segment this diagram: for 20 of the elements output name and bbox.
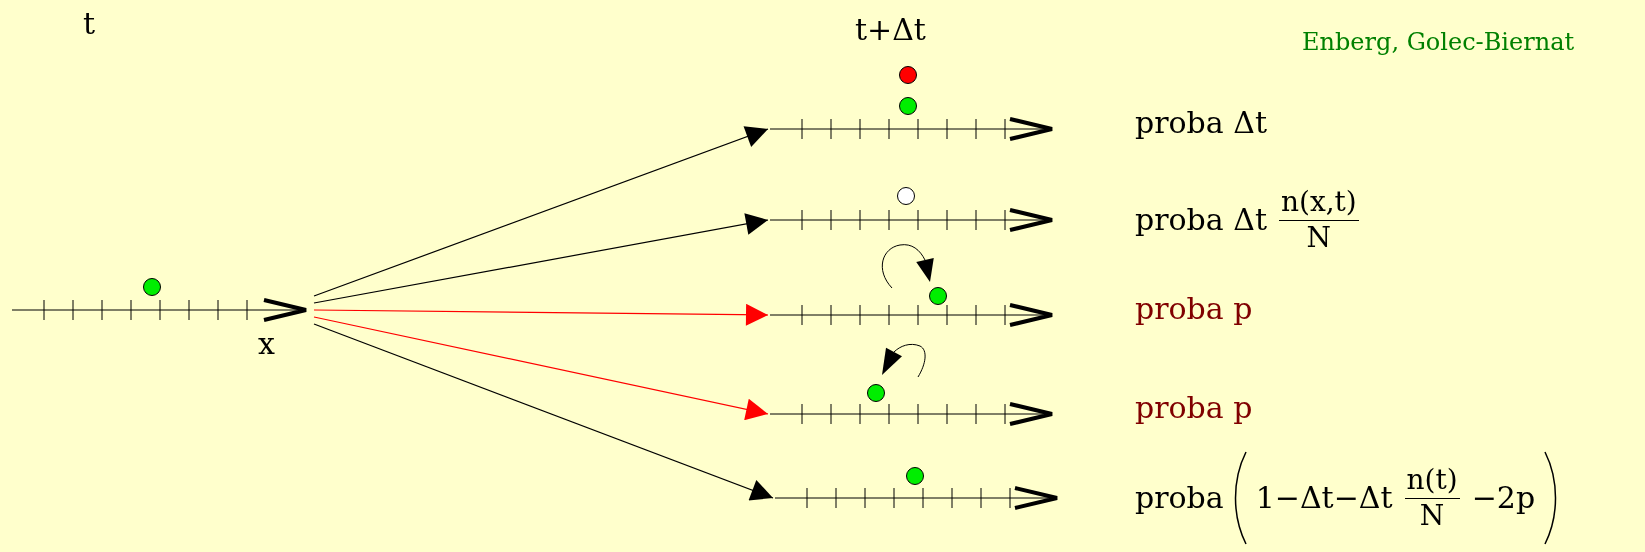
arrow: [313, 303, 769, 326]
probability-label: proba Δt: [1135, 205, 1267, 235]
formula-term: 1−Δt−Δt: [1255, 483, 1393, 513]
fraction-numerator: n(t): [1404, 464, 1460, 499]
axis-label: x: [258, 326, 275, 361]
probability-label: proba p: [1135, 294, 1253, 324]
probability-label: proba: [1135, 483, 1224, 513]
time-label: t+Δt: [855, 12, 926, 47]
arrow: [313, 213, 769, 304]
time-label: t: [83, 6, 96, 41]
citation-text: Enberg, Golec-Biernat: [1302, 28, 1575, 56]
probability-label: proba p: [1135, 393, 1253, 423]
arrow: [313, 316, 769, 421]
fraction-denominator: N: [1306, 220, 1332, 254]
probability-label: proba Δt: [1135, 108, 1267, 138]
formula-term: −2p: [1471, 483, 1536, 513]
fraction-numerator: n(x,t): [1278, 186, 1359, 221]
fraction-denominator: N: [1419, 498, 1445, 532]
arrow: [313, 323, 774, 501]
arrow: [313, 126, 769, 297]
